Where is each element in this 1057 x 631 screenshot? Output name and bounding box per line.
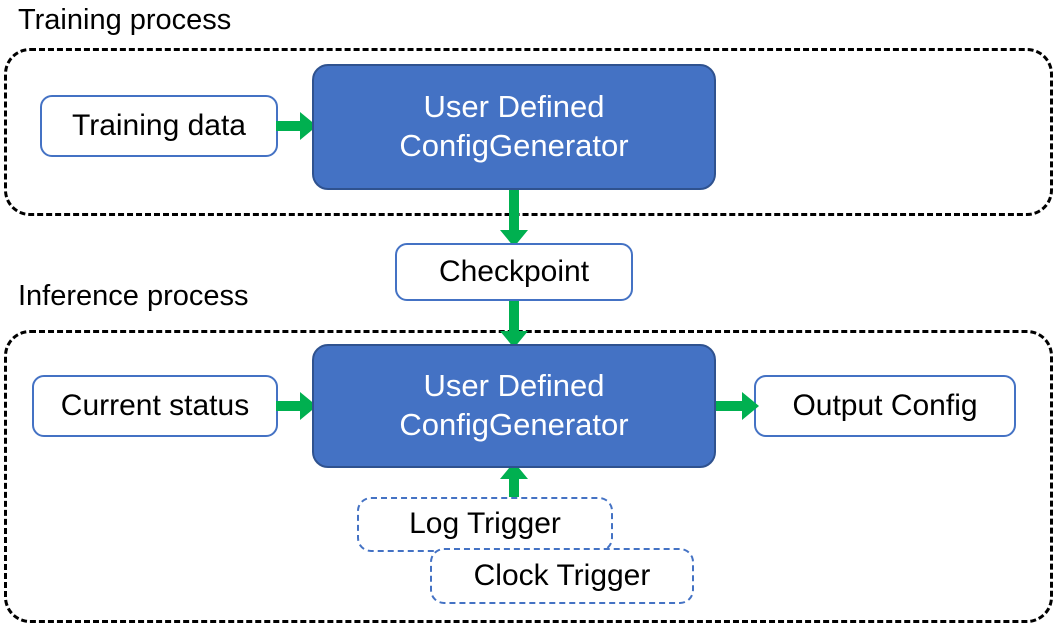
training-process-label: Training process — [18, 4, 232, 36]
arrow-generator-to-output-config — [714, 390, 760, 422]
node-log-trigger[interactable]: Log Trigger — [357, 497, 613, 552]
node-generator-inference-line2: ConfigGenerator — [399, 407, 629, 442]
arrow-checkpoint-to-generator — [498, 297, 530, 349]
inference-process-container — [4, 330, 1053, 623]
node-output-config[interactable]: Output Config — [754, 375, 1016, 437]
arrow-trigger-to-generator — [498, 462, 530, 510]
arrow-current-status-to-generator — [276, 390, 318, 422]
node-clock-trigger-label: Clock Trigger — [473, 558, 651, 592]
node-user-defined-configgenerator-inference[interactable]: User Defined ConfigGenerator — [312, 344, 716, 468]
node-checkpoint[interactable]: Checkpoint — [395, 243, 633, 301]
node-user-defined-configgenerator-training[interactable]: User Defined ConfigGenerator — [312, 64, 716, 190]
node-training-data-label: Training data — [72, 108, 246, 142]
node-log-trigger-label: Log Trigger — [409, 507, 561, 541]
node-output-config-label: Output Config — [792, 388, 978, 422]
arrow-training-data-to-generator — [276, 110, 318, 142]
arrow-generator-to-checkpoint — [498, 186, 530, 248]
node-clock-trigger[interactable]: Clock Trigger — [430, 548, 694, 604]
inference-process-label: Inference process — [18, 280, 249, 312]
node-training-data[interactable]: Training data — [40, 95, 278, 157]
node-checkpoint-label: Checkpoint — [438, 254, 590, 288]
training-process-container — [4, 48, 1053, 216]
node-generator-inference-line1: User Defined — [423, 368, 605, 404]
node-current-status[interactable]: Current status — [32, 375, 278, 437]
node-generator-training-line2: ConfigGenerator — [399, 128, 629, 163]
node-generator-training-line1: User Defined — [423, 89, 605, 125]
node-current-status-label: Current status — [60, 388, 250, 422]
